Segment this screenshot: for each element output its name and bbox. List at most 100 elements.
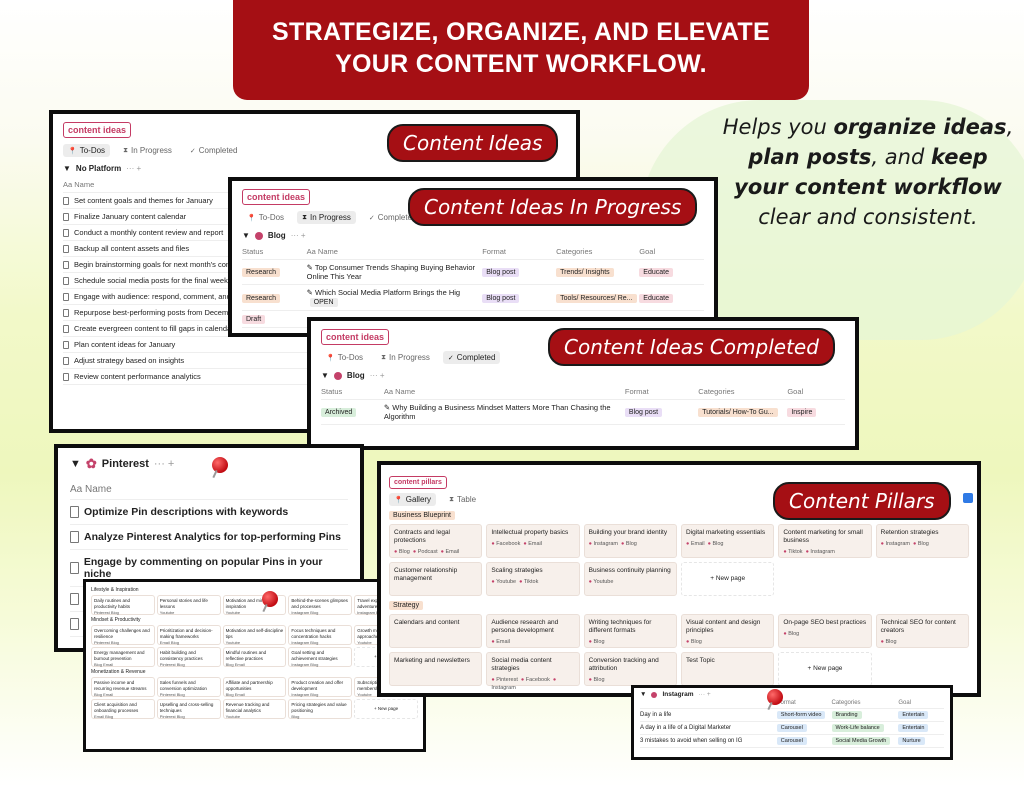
pillar-card[interactable]: Content marketing for small business● Ti… (778, 524, 872, 558)
name-text[interactable]: Why Building a Business Mindset Matters … (383, 403, 611, 421)
gallery-card[interactable]: Mindful routines and reflective practice… (222, 647, 287, 667)
gallery-card[interactable]: Client acquisition and onboarding proces… (91, 699, 155, 719)
pillar-card[interactable]: + New page (778, 652, 872, 686)
pillar-card[interactable]: Retention strategies● Instagram● Blog (875, 524, 969, 558)
gallery-card[interactable]: Habit building and consistency practices… (156, 647, 221, 667)
collapse-triangle-icon[interactable]: ▼ (70, 458, 81, 470)
group-actions[interactable]: ··· + (290, 231, 306, 240)
pillar-card[interactable]: On-page SEO best practices● Blog (778, 614, 872, 648)
pillar-cards-row: Contracts and legal protections● Blog● P… (389, 524, 969, 558)
pillar-card[interactable]: Business continuity planning● Youtube (583, 562, 677, 596)
cell-name: 3 mistakes to avoid when selling on IG (640, 738, 777, 744)
pillar-card[interactable]: + New page (681, 562, 775, 596)
pillar-card[interactable]: Marketing and newsletters (389, 652, 483, 686)
gallery-card[interactable]: Behind-the-scenes glimpses and processes… (288, 595, 353, 615)
name-text[interactable]: Which Social Media Platform Brings the H… (315, 288, 461, 297)
check-circle-icon: ✓ (189, 147, 196, 155)
gallery-card[interactable]: Focus techniques and concentration hacks… (288, 625, 353, 645)
card-tags: ● Youtube● Tiktok (491, 578, 574, 586)
pillar-card[interactable]: Writing techniques for different formats… (583, 614, 677, 648)
pillar-card[interactable]: Calendars and content (389, 614, 483, 648)
group-actions[interactable]: ··· + (369, 371, 385, 380)
pillar-card[interactable]: Intellectual property basics● Facebook● … (486, 524, 580, 558)
tab-table[interactable]: ⧗Table (444, 493, 481, 506)
pillar-card[interactable]: Building your brand identity● Instagram●… (583, 524, 677, 558)
list-item[interactable]: Analyze Pinterest Analytics for top-perf… (70, 525, 348, 550)
pillar-card[interactable]: Visual content and design principles● Bl… (681, 614, 775, 648)
card-tag: Email (528, 541, 542, 547)
status-tag: Research (242, 268, 280, 277)
pillar-card[interactable]: Social media content strategies● Pintere… (486, 652, 580, 691)
card-tags: ● Facebook● Email (491, 540, 574, 548)
table-row[interactable]: Research✎ Which Social Media Platform Br… (242, 285, 704, 311)
collapse-triangle-icon[interactable]: ▼ (640, 691, 647, 698)
tab-to-dos[interactable]: 📍To-Dos (321, 351, 368, 364)
card-title: Writing techniques for different formats (588, 619, 652, 634)
group-actions[interactable]: ··· + (126, 164, 142, 173)
pillar-card[interactable]: Digital marketing essentials● Email● Blo… (681, 524, 775, 558)
card-title: Focus techniques and concentration hacks (291, 628, 336, 639)
group-actions[interactable]: ··· + (698, 691, 711, 698)
pillar-card[interactable]: Conversion tracking and attribution● Blo… (583, 652, 677, 686)
group-actions[interactable]: ··· + (153, 458, 175, 470)
group-header[interactable]: ▼Blog··· + (321, 371, 845, 380)
pillar-card[interactable]: Scaling strategies● Youtube● Tiktok (486, 562, 580, 596)
name-text[interactable]: A day in a life of a Digital Marketer (640, 725, 732, 731)
table-row[interactable]: Research✎ Top Consumer Trends Shaping Bu… (242, 260, 704, 285)
group-header[interactable]: ▼Blog··· + (242, 231, 704, 240)
name-text[interactable]: 3 mistakes to avoid when selling on IG (640, 738, 743, 744)
group-header[interactable]: ▼✿Pinterest··· + (70, 456, 348, 472)
tab-completed[interactable]: ✓Completed (185, 144, 243, 157)
gallery-card[interactable]: Prioritization and decision-making frame… (156, 625, 221, 645)
gallery-card[interactable]: Revenue tracking and financial analytics… (222, 699, 287, 719)
gallery-card[interactable]: Pricing strategies and value positioning… (288, 699, 353, 719)
name-text[interactable]: Day in a life (640, 712, 672, 718)
gallery-grid: Passive income and recurring revenue str… (91, 677, 418, 719)
pillar-card[interactable]: Customer relationship management (389, 562, 483, 596)
pillar-card[interactable]: Technical SEO for content creators● Blog (875, 614, 969, 648)
tab-gallery[interactable]: 📍Gallery (389, 493, 437, 506)
gallery-card[interactable]: Sales funnels and conversion optimizatio… (156, 677, 221, 697)
card-tag: Facebook (525, 677, 550, 683)
new-button[interactable] (963, 493, 973, 503)
open-button[interactable]: OPEN (309, 298, 338, 307)
tab-to-dos[interactable]: 📍To-Dos (242, 211, 289, 224)
tab-completed[interactable]: ✓Completed (442, 351, 501, 364)
collapse-triangle-icon[interactable]: ▼ (321, 371, 329, 380)
format-tag: Short-form video (776, 711, 826, 719)
name-text[interactable]: Top Consumer Trends Shaping Buying Behav… (306, 263, 475, 281)
card-tags: ● Pinterest● Facebook● Instagram (491, 676, 574, 692)
gallery-card[interactable]: Passive income and recurring revenue str… (91, 677, 155, 697)
cell-status: Draft (242, 314, 307, 324)
tab-in-progress[interactable]: ⧗In Progress (118, 144, 177, 157)
tab-completed[interactable]: ✓Completed (364, 211, 422, 224)
gallery-card[interactable]: Energy management and burnout prevention… (91, 647, 155, 667)
tab-in-progress[interactable]: ⧗In Progress (376, 351, 435, 364)
card-tags: Pinterest Blog (159, 692, 185, 697)
pillar-card[interactable]: Contracts and legal protections● Blog● P… (389, 524, 483, 558)
collapse-triangle-icon[interactable]: ▼ (63, 164, 71, 173)
page-icon (70, 593, 79, 605)
group-header[interactable]: ▼Instagram··· + (640, 691, 944, 698)
gallery-card[interactable]: + New page (354, 699, 418, 719)
collapse-triangle-icon[interactable]: ▼ (242, 231, 250, 240)
card-tags: Pinterest Blog (94, 640, 119, 645)
list-item[interactable]: Optimize Pin descriptions with keywords (70, 500, 348, 525)
pillar-card[interactable]: Audience research and persona developmen… (486, 614, 580, 648)
pillar-card[interactable]: Test Topic (681, 652, 775, 686)
table-row[interactable]: Archived✎ Why Building a Business Mindse… (321, 400, 845, 425)
tab-in-progress[interactable]: ⧗In Progress (297, 211, 356, 224)
tab-to-dos[interactable]: 📍To-Dos (63, 144, 111, 157)
group-header[interactable]: ▼No Platform··· + (63, 164, 566, 173)
